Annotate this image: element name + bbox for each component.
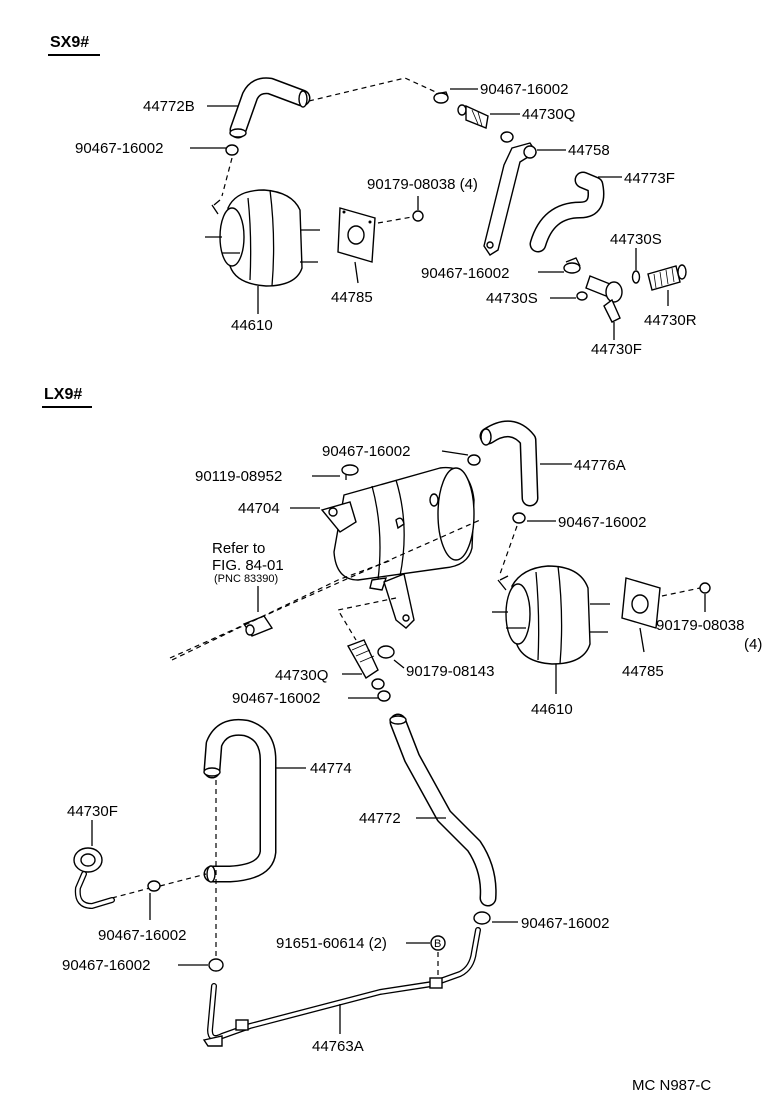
label-90179-08143: 90179-08143 (406, 663, 494, 680)
label-clip-c: 90467-16002 (421, 265, 509, 282)
label-44776a: 44776A (574, 457, 626, 474)
brake-booster-44610-bottom (492, 565, 610, 665)
label-44758: 44758 (568, 142, 610, 159)
label-44785-top: 44785 (331, 289, 373, 306)
section-sx9: SX9# 44772B 90467-16002 44730Q (48, 34, 697, 358)
label-44610-bottom: 44610 (531, 701, 573, 718)
check-valve-44730q (457, 104, 514, 143)
label-44763a: 44763A (312, 1038, 364, 1055)
o-ring-icon (377, 645, 395, 659)
label-clip-a: 90467-16002 (480, 81, 568, 98)
label-clip-g: 90467-16002 (98, 927, 186, 944)
sensor-icon (242, 615, 274, 637)
label-44730q-top: 44730Q (522, 106, 575, 123)
refer-note-line1: Refer to (212, 540, 265, 557)
section-title-lx9: LX9# (44, 386, 82, 403)
clip-icon (563, 257, 581, 274)
hose-44772 (389, 713, 497, 907)
gasket-44785-top (337, 207, 376, 263)
label-44730r: 44730R (644, 312, 697, 329)
bolt-icon (341, 464, 359, 480)
gasket-44785-bottom (621, 577, 661, 629)
label-clip-d: 90467-16002 (322, 443, 410, 460)
hose-44772b (229, 77, 311, 139)
label-44785-bottom: 44785 (622, 663, 664, 680)
label-44730s-b: 44730S (486, 290, 538, 307)
refer-note-line2: FIG. 84-01 (212, 557, 284, 574)
label-nut-bottom: 90179-08038 (656, 617, 744, 634)
label-clip-e: 90467-16002 (558, 514, 646, 531)
label-nut-top: 90179-08038 (4) (367, 176, 478, 193)
clip-icon (225, 144, 239, 156)
nut-icon (412, 210, 424, 222)
clip-icon (512, 512, 526, 524)
label-44610-top: 44610 (231, 317, 273, 334)
bracket-44758 (483, 142, 537, 256)
label-clip-i: 90467-16002 (62, 957, 150, 974)
clip-icon (473, 911, 491, 925)
vacuum-pipe-44763a (202, 927, 481, 1047)
hose-44776a (479, 420, 539, 507)
label-91651: 91651-60614 (2) (276, 935, 387, 952)
marker-b: B (434, 938, 441, 950)
label-44730f-bottom: 44730F (67, 803, 118, 820)
check-valve-44730q-bottom (346, 639, 385, 690)
hose-44774 (203, 718, 277, 883)
clip-icon (467, 454, 481, 466)
section-lx9: LX9# 44776A 90467-16002 90119-08952 (42, 386, 762, 1094)
label-90119: 90119-08952 (195, 468, 282, 485)
hose-44773f (529, 171, 605, 253)
brake-booster-44610-top (205, 189, 320, 287)
label-44773f: 44773F (624, 170, 675, 187)
label-44774: 44774 (310, 760, 352, 777)
vacuum-tank-44704 (320, 466, 475, 629)
label-nut-count: (4) (744, 636, 762, 653)
label-44730f-top: 44730F (591, 341, 642, 358)
label-clip-f: 90467-16002 (232, 690, 320, 707)
label-44772b: 44772B (143, 98, 195, 115)
diagram-code: MC N987-C (632, 1077, 711, 1094)
clip-icon (147, 880, 161, 892)
refer-note-line3: (PNC 83390) (214, 573, 278, 585)
label-44704: 44704 (238, 500, 280, 517)
clip-icon (208, 958, 224, 972)
marker-b-icon: B (430, 935, 446, 951)
label-44730q-bottom: 44730Q (275, 667, 328, 684)
union-44730r (647, 264, 687, 291)
label-clip-b: 90467-16002 (75, 140, 163, 157)
clip-icon (433, 91, 449, 104)
union-44730f-top (585, 275, 623, 323)
nut-icon (699, 582, 711, 594)
label-44730s-a: 44730S (610, 231, 662, 248)
ring-icon (576, 270, 641, 301)
label-44772: 44772 (359, 810, 401, 827)
union-44730f-bottom (73, 847, 115, 909)
section-title-sx9: SX9# (50, 34, 89, 51)
label-clip-h: 90467-16002 (521, 915, 609, 932)
clip-icon (377, 690, 391, 702)
